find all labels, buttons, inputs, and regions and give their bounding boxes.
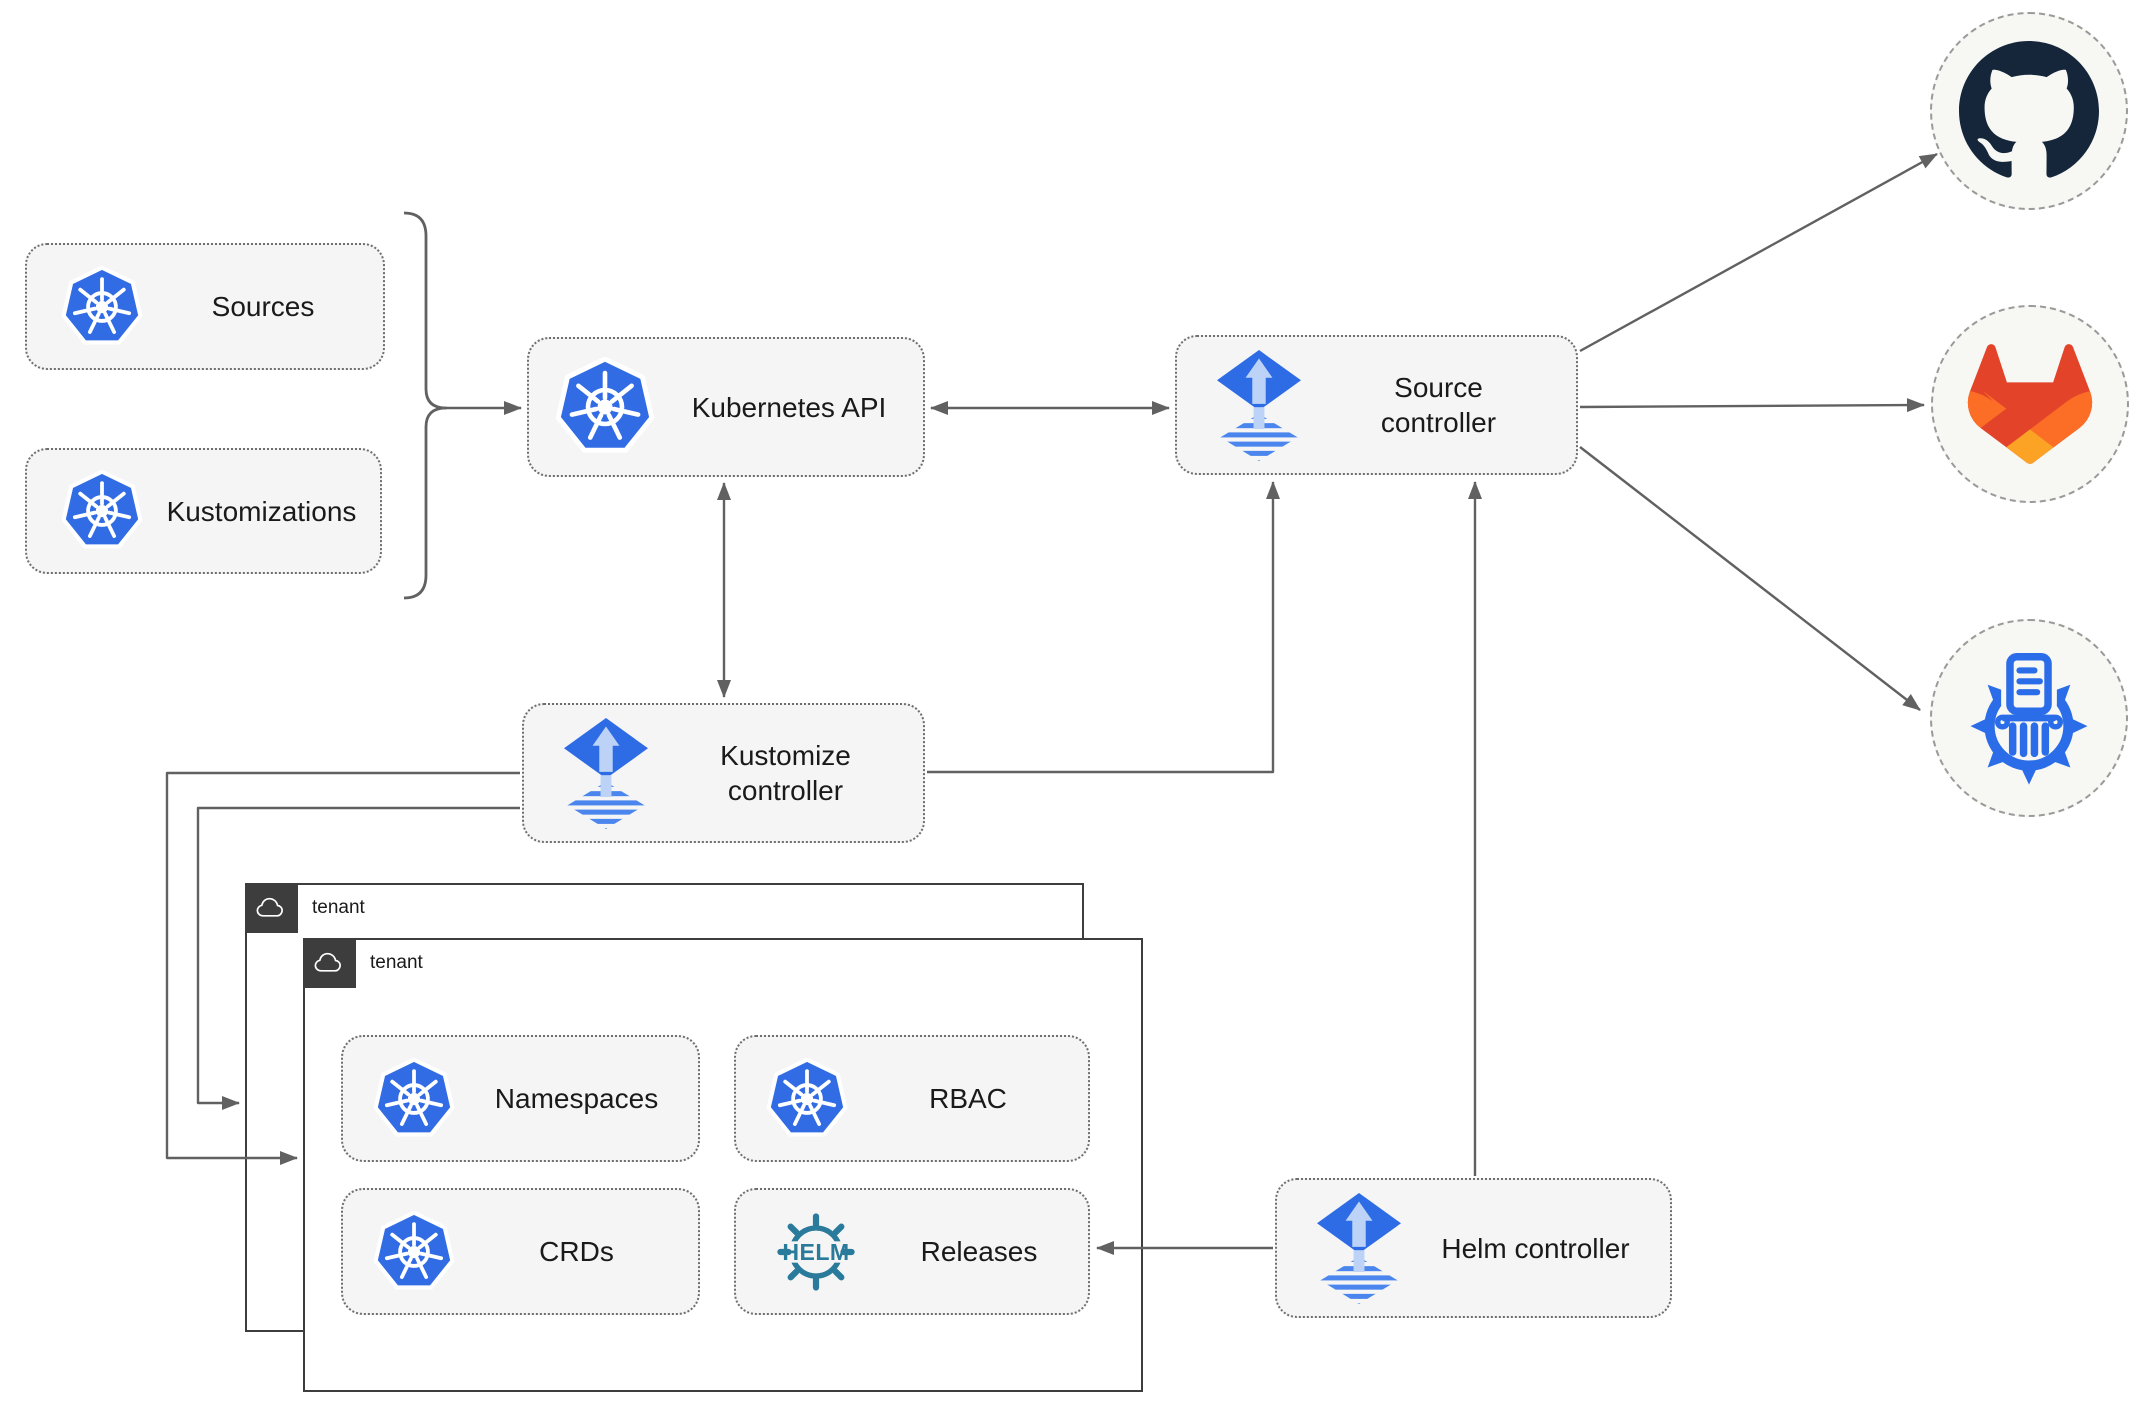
node-releases: HELM Releases <box>734 1188 1090 1315</box>
node-label: Kustomize controller <box>720 740 851 806</box>
node-label: Kubernetes API <box>691 391 887 423</box>
node-source-controller: Source controller <box>1175 335 1578 475</box>
kubernetes-icon <box>766 1058 848 1140</box>
node-label: Helm controller <box>1441 1232 1630 1264</box>
node-label: CRDs <box>539 1236 614 1267</box>
kubernetes-icon <box>61 470 143 552</box>
github-icon <box>1959 41 2099 181</box>
node-label: Sources <box>211 291 315 322</box>
node-kustomizations: Kustomizations <box>25 448 382 574</box>
tenant-box-inner: tenant <box>303 938 1143 1392</box>
tenant-label: tenant <box>312 897 365 918</box>
kubernetes-icon <box>555 357 655 457</box>
kubernetes-icon <box>373 1058 455 1140</box>
chart-repository-icon <box>1961 650 2097 786</box>
node-label: Kustomizations <box>166 495 357 527</box>
node-label: Releases <box>920 1236 1038 1267</box>
node-label: Source controller <box>1380 372 1497 438</box>
node-label: RBAC <box>929 1083 1007 1114</box>
node-sources: Sources <box>25 243 385 370</box>
tenant-label: tenant <box>370 952 423 973</box>
endpoint-github <box>1930 12 2128 210</box>
edge-source-controller-to-helm-repository <box>1579 446 1921 711</box>
endpoint-gitlab <box>1931 305 2129 503</box>
node-label: Namespaces <box>494 1083 659 1114</box>
endpoint-helm-repository <box>1930 619 2128 817</box>
edge-source-controller-to-github <box>1579 152 1938 353</box>
kubernetes-icon <box>373 1211 455 1293</box>
flux-icon <box>1217 350 1301 461</box>
node-kustomize-controller: Kustomize controller <box>522 703 925 843</box>
group-bracket <box>403 211 448 600</box>
node-namespaces: Namespaces <box>341 1035 700 1162</box>
helm-icon: HELM <box>762 1212 870 1292</box>
cloud-icon <box>303 938 356 988</box>
edge-source-controller-to-gitlab <box>1579 398 1925 413</box>
node-kubernetes-api: Kubernetes API <box>527 337 925 477</box>
edge-kustomize-controller-to-source-controller <box>927 481 1280 774</box>
cloud-icon <box>245 883 298 933</box>
gitlab-icon <box>1964 338 2096 470</box>
helm-logo-text: HELM <box>782 1239 849 1265</box>
flux-icon <box>1317 1193 1401 1304</box>
node-helm-controller: Helm controller <box>1275 1178 1672 1318</box>
node-rbac: RBAC <box>734 1035 1090 1162</box>
flux-icon <box>564 718 648 829</box>
node-crds: CRDs <box>341 1188 700 1315</box>
kubernetes-icon <box>61 266 143 348</box>
